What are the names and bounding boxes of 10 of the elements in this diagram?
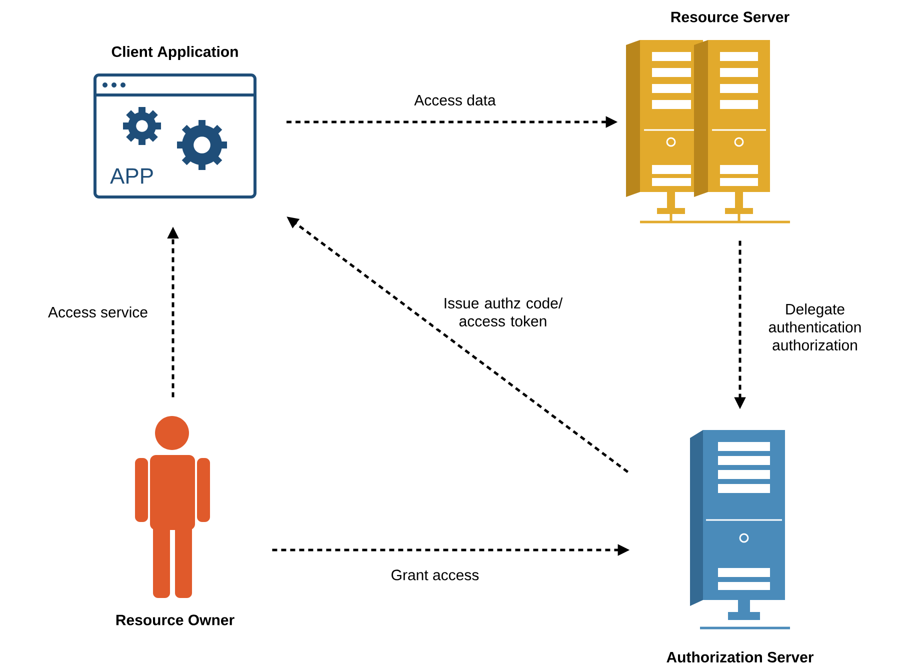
app-text: APP — [110, 168, 153, 184]
node-title: Client Application — [112, 46, 238, 60]
node-title: Resource Owner — [116, 614, 234, 626]
node-title: Resource Server — [671, 12, 790, 22]
node-title: Authorization Server — [666, 651, 814, 662]
edge-label: Access data — [412, 92, 498, 108]
edge-label: Issue authz code/ access token — [434, 296, 572, 328]
edge-label: Delegate authentication authorization — [763, 301, 867, 352]
edge-label: Grant access — [388, 568, 482, 582]
edge-label: Access service — [46, 304, 150, 320]
